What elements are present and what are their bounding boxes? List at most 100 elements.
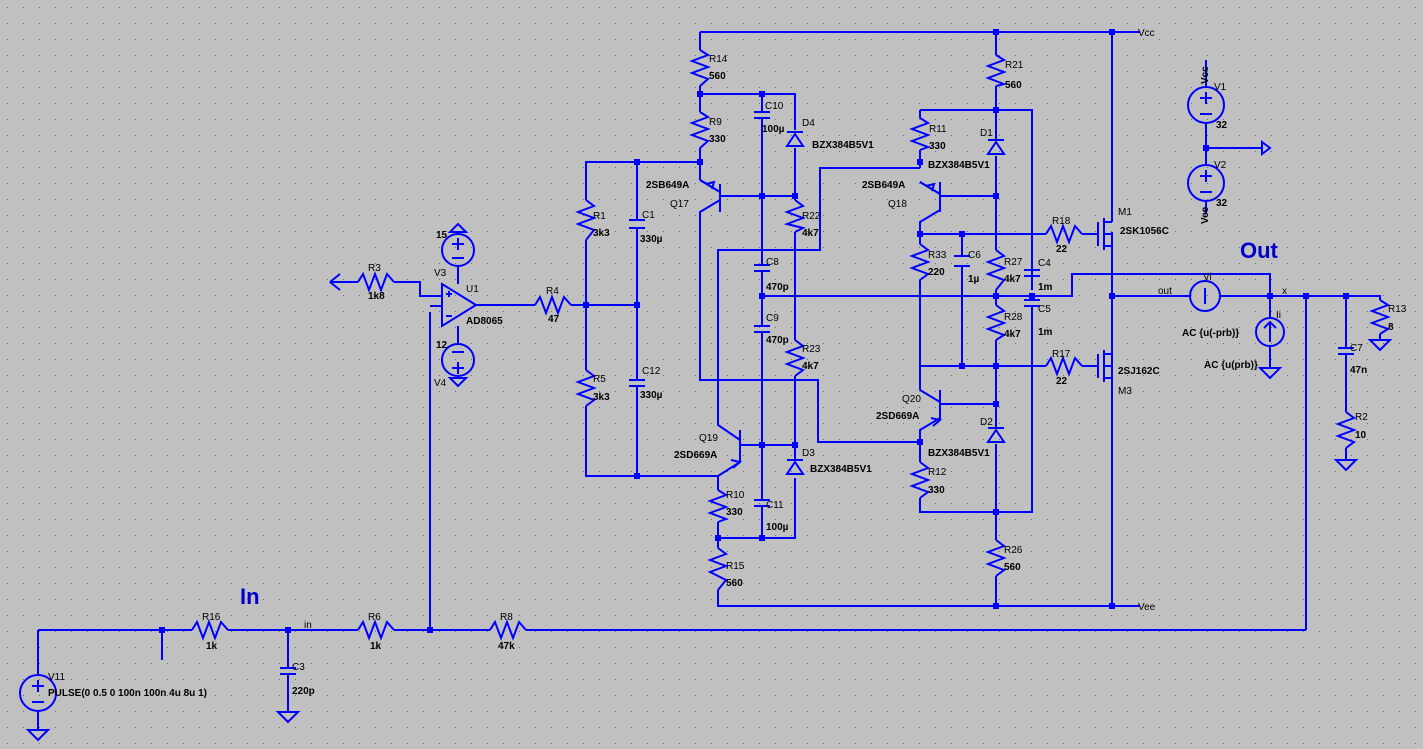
c5-symbol bbox=[1024, 299, 1040, 307]
capacitors bbox=[280, 111, 1354, 675]
c9-symbol bbox=[754, 325, 770, 333]
r6-value: 1k bbox=[370, 641, 382, 652]
net-in-label: in bbox=[304, 620, 312, 631]
r33-symbol bbox=[909, 243, 931, 281]
d1-symbol bbox=[986, 139, 1006, 155]
r23-symbol bbox=[784, 339, 806, 377]
q18-ref: Q18 bbox=[888, 199, 907, 210]
r4-value: 47 bbox=[548, 314, 560, 325]
r21-ref: R21 bbox=[1005, 60, 1024, 71]
c11-symbol bbox=[754, 499, 770, 507]
r6-ref: R6 bbox=[368, 612, 381, 623]
d2-ref: D2 bbox=[980, 417, 993, 428]
r5-ref: R5 bbox=[593, 374, 606, 385]
r10-ref: R10 bbox=[726, 490, 745, 501]
r15-symbol bbox=[707, 547, 729, 591]
r21-value: 560 bbox=[1005, 80, 1022, 91]
v2-source bbox=[1187, 164, 1225, 202]
r17-value: 22 bbox=[1056, 376, 1068, 387]
q20-ref: Q20 bbox=[902, 394, 921, 405]
q17-ref: Q17 bbox=[670, 199, 689, 210]
c11-value: 100µ bbox=[766, 522, 789, 533]
ii-value: AC {u(prb)} bbox=[1204, 360, 1258, 371]
r3-value: 1k8 bbox=[368, 291, 385, 302]
r4-symbol bbox=[534, 294, 572, 316]
u1-ref: U1 bbox=[466, 284, 479, 295]
r2-ref: R2 bbox=[1355, 412, 1368, 423]
r33-ref: R33 bbox=[928, 250, 947, 261]
r5-symbol bbox=[575, 369, 597, 407]
d2-value: BZX384B5V1 bbox=[928, 448, 990, 459]
r16-symbol bbox=[191, 619, 229, 641]
r22-symbol bbox=[783, 199, 806, 233]
c7-value: 47n bbox=[1350, 365, 1367, 376]
c5-ref: C5 bbox=[1038, 304, 1051, 315]
v2-value: 32 bbox=[1216, 198, 1228, 209]
c7-ref: C7 bbox=[1350, 343, 1363, 354]
m3-value: 2SJ162C bbox=[1118, 366, 1160, 377]
sources bbox=[19, 86, 1285, 712]
q18-value: 2SB649A bbox=[862, 180, 905, 191]
r8-symbol bbox=[489, 619, 527, 641]
r3-ref: R3 bbox=[368, 263, 381, 274]
r18-symbol bbox=[1045, 223, 1083, 245]
ii-ref: Ii bbox=[1276, 310, 1281, 321]
vi-value: AC {u(-prb)} bbox=[1182, 328, 1239, 339]
wires bbox=[37, 31, 1381, 730]
q20-value: 2SD669A bbox=[876, 411, 919, 422]
r14-ref: R14 bbox=[709, 54, 728, 65]
c10-ref: C10 bbox=[765, 101, 784, 112]
r17-ref: R17 bbox=[1052, 349, 1071, 360]
vi-ref: Vi bbox=[1203, 272, 1212, 283]
r12-ref: R12 bbox=[928, 467, 947, 478]
q17-symbol bbox=[699, 179, 721, 212]
r1-value: 3k3 bbox=[593, 228, 610, 239]
r8-value: 47k bbox=[498, 641, 515, 652]
vee-label: Vee bbox=[1138, 602, 1156, 613]
q18-symbol bbox=[919, 181, 941, 212]
r9-ref: R9 bbox=[709, 117, 722, 128]
r11-value: 330 bbox=[929, 141, 946, 152]
net-out-label: out bbox=[1158, 286, 1172, 297]
r28-value: 4k7 bbox=[1004, 329, 1021, 340]
r16-ref: R16 bbox=[202, 612, 221, 623]
r22-ref: R22 bbox=[802, 211, 821, 222]
r23-value: 4k7 bbox=[802, 361, 819, 372]
c9-value: 470p bbox=[766, 335, 789, 346]
v2-ref: V2 bbox=[1214, 160, 1227, 171]
m1-symbol bbox=[1097, 200, 1113, 262]
c6-value: 1µ bbox=[968, 274, 980, 285]
v4-ref: V4 bbox=[434, 378, 447, 389]
vcc-label: Vcc bbox=[1138, 28, 1155, 39]
r15-value: 560 bbox=[726, 578, 743, 589]
m3-ref: M3 bbox=[1118, 386, 1132, 397]
r16-value: 1k bbox=[206, 641, 218, 652]
v11-ref: V11 bbox=[48, 672, 65, 683]
resistors-horizontal bbox=[191, 223, 1083, 641]
r11-ref: R11 bbox=[929, 124, 947, 135]
c9-ref: C9 bbox=[766, 313, 779, 324]
c10-symbol bbox=[754, 111, 770, 119]
v11-source bbox=[19, 674, 57, 712]
transistors bbox=[699, 179, 1113, 469]
v4-value: 12 bbox=[436, 340, 448, 351]
r10-value: 330 bbox=[726, 507, 743, 518]
d2-symbol bbox=[986, 427, 1006, 443]
m3-symbol bbox=[1097, 340, 1113, 400]
r12-symbol bbox=[909, 461, 931, 499]
u1-value: AD8065 bbox=[466, 316, 503, 327]
r27-value: 4k7 bbox=[1004, 274, 1021, 285]
r13-value: 8 bbox=[1388, 322, 1394, 333]
r1-symbol bbox=[575, 199, 597, 241]
v1-value: 32 bbox=[1216, 120, 1228, 131]
c10-value: 100µ bbox=[762, 124, 785, 135]
c6-ref: C6 bbox=[968, 250, 981, 261]
v11-value: PULSE(0 0.5 0 100n 100n 4u 8u 1) bbox=[48, 688, 207, 699]
grounds bbox=[25, 140, 1393, 742]
r5-value: 3k3 bbox=[593, 392, 610, 403]
q19-symbol bbox=[730, 430, 743, 469]
d3-value: BZX384B5V1 bbox=[810, 464, 872, 475]
labels: In Out Vcc Vee in out x Vcc Vee R14 560 … bbox=[48, 28, 1407, 699]
r13-ref: R13 bbox=[1388, 304, 1407, 315]
r28-symbol bbox=[985, 304, 1007, 341]
